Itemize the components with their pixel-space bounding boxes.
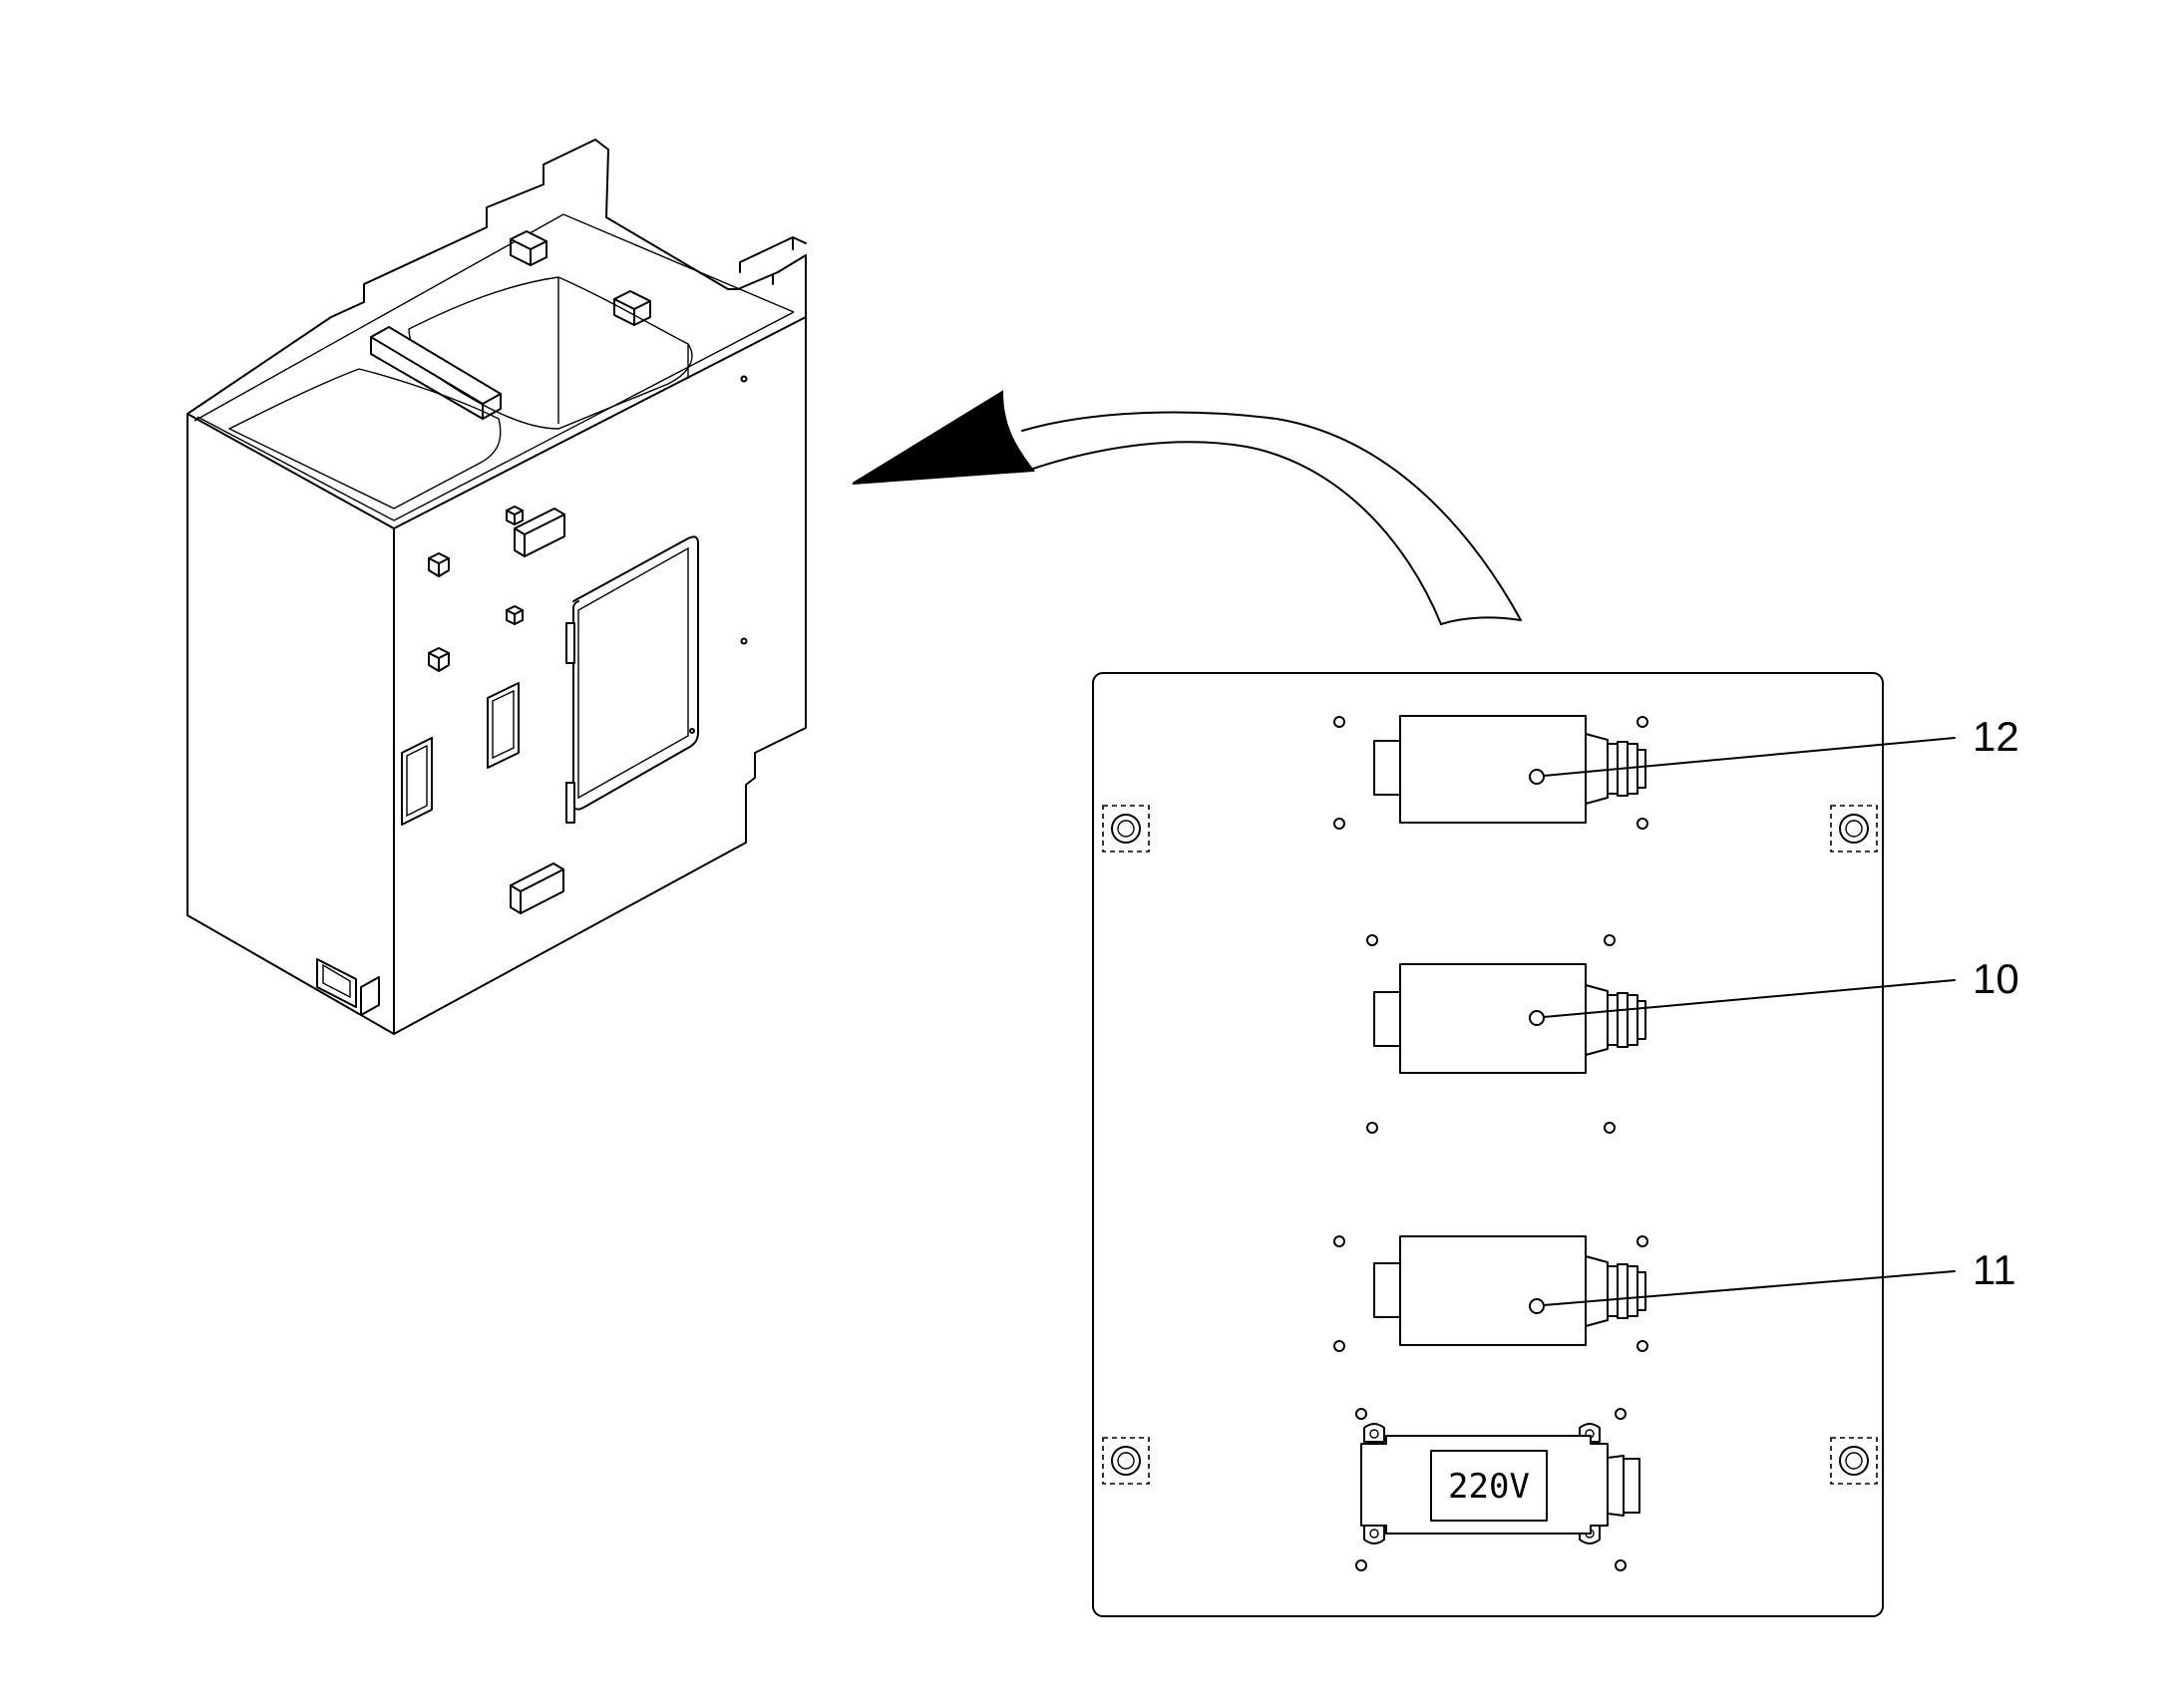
callout-11: 11 [1973, 1246, 2016, 1293]
top-bracket-right [613, 290, 651, 310]
power-module: 220V [1355, 1408, 1640, 1571]
screw-icon [1333, 1340, 1345, 1352]
module-body [1399, 963, 1587, 1074]
screw-icon [1333, 1235, 1345, 1247]
cabinet-top-front-edge [186, 316, 807, 529]
access-door [572, 535, 699, 811]
screw-icon [1604, 934, 1616, 946]
arrow-curve-inner [1026, 441, 1442, 625]
screw-icon [1636, 1235, 1648, 1247]
face-connector-lower [510, 862, 564, 892]
panel-detail: 220V 12 10 11 [1092, 672, 2019, 1617]
screw-icon [1615, 1408, 1627, 1420]
top-crossbar-side [370, 336, 502, 420]
module-body [1399, 715, 1587, 824]
screw-icon [1355, 1559, 1367, 1571]
top-inner-wall [557, 277, 689, 424]
callout-12: 12 [1973, 713, 2019, 760]
power-plug [1623, 1458, 1640, 1514]
top-opening-left [227, 368, 502, 510]
screw-icon [1636, 716, 1648, 728]
face-plate-center [487, 682, 520, 769]
cabinet-rim-inner [193, 213, 795, 521]
face-plate-left [401, 737, 433, 826]
module-body [1399, 1235, 1587, 1346]
leader-line [1543, 737, 1956, 777]
module-12 [1333, 715, 1956, 830]
screw-icon [1366, 934, 1378, 946]
screw-icon [1366, 1122, 1378, 1134]
screw-icon [1604, 1122, 1616, 1134]
leader-line [1543, 1270, 1956, 1306]
cabinet-assembly [186, 139, 807, 1035]
screw-icon [740, 375, 748, 383]
voltage-label: 220V [1448, 1467, 1530, 1507]
door-latch-icon [689, 728, 695, 734]
door-hinge-bottom [565, 782, 575, 824]
screw-icon [1355, 1408, 1367, 1420]
door-hinge-top [565, 622, 575, 664]
face-connector-blocks [428, 506, 524, 672]
screw-icon [1333, 716, 1345, 728]
arrow-head [852, 390, 1035, 485]
mounting-panel [1092, 672, 1884, 1617]
voltage-label-box [1430, 1450, 1548, 1522]
screw-icon [1636, 1340, 1648, 1352]
bottom-socket-panel [360, 976, 380, 1016]
right-top-tab [739, 236, 807, 273]
curved-arrow [852, 390, 1522, 625]
module-11 [1333, 1235, 1956, 1352]
leader-line [1543, 979, 1956, 1018]
screw-icon [1615, 1559, 1627, 1571]
screw-icon [1636, 818, 1648, 830]
callout-10: 10 [1973, 955, 2019, 1002]
module-10 [1366, 934, 1956, 1134]
screw-icon [1333, 818, 1345, 830]
arrow-curve-outer [1021, 411, 1522, 621]
screw-icon [740, 637, 748, 645]
panel-mount-points [1102, 805, 1878, 1485]
cabinet-outline [186, 139, 807, 1035]
top-bracket-left [510, 230, 547, 250]
callout-dot [1529, 1010, 1545, 1026]
